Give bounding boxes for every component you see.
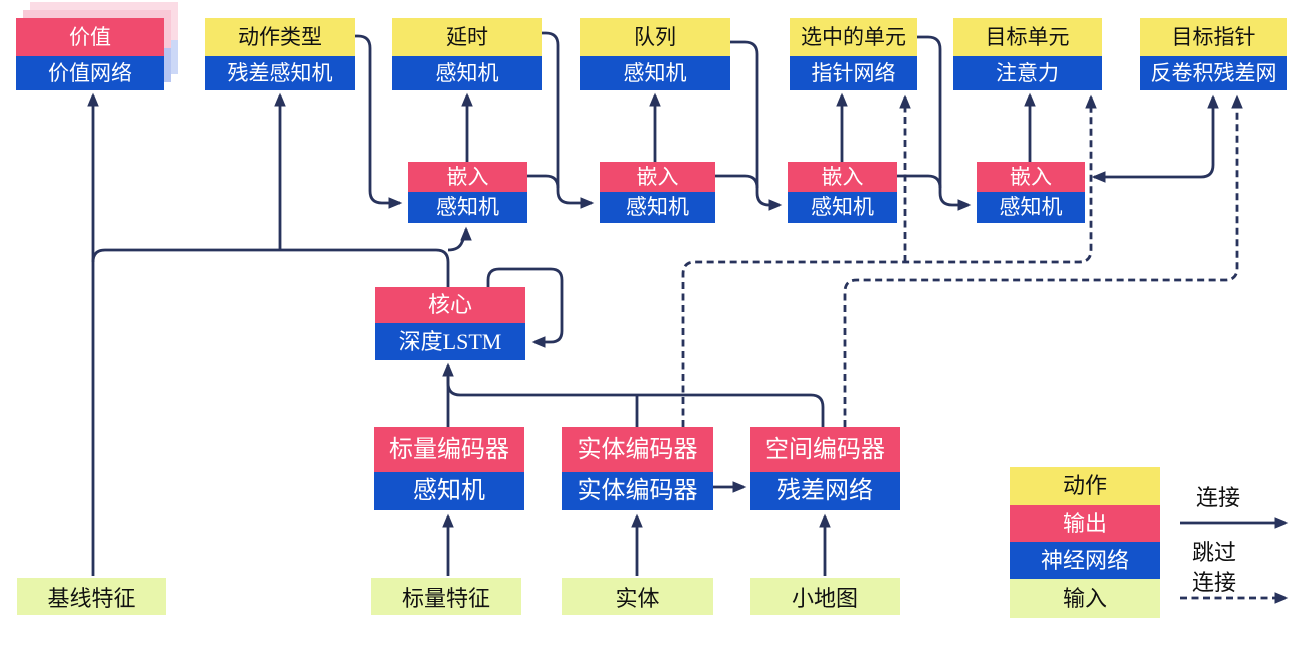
node-scalar-features: 标量特征 [371, 578, 521, 615]
arrow-lstm-loop [486, 267, 564, 348]
legend-connection-label: 连接 [1195, 485, 1240, 510]
arrow-actiontype-to-embed1 [355, 34, 403, 209]
skip-spatial-to-deconv [843, 94, 1243, 427]
node-core: 核心 深度LSTM [375, 287, 525, 360]
node-embed-2: 嵌入 感知机 [600, 162, 715, 223]
node-target-unit: 目标单元 注意力 [953, 18, 1102, 90]
value-output-label: 价值 [16, 18, 164, 56]
node-entity-encoder: 实体编码器 实体编码器 [562, 427, 713, 510]
node-entities: 实体 [562, 578, 713, 615]
arrow-delay-to-embed2 [542, 31, 595, 209]
arrow-core-to-embed1 [447, 226, 472, 252]
legend-action: 动作 [1010, 467, 1160, 505]
node-scalar-encoder: 标量编码器 感知机 [374, 427, 524, 510]
legend-skip-label-2: 连接 [1191, 570, 1236, 595]
node-spatial-encoder: 空间编码器 残差网络 [750, 427, 900, 510]
line-core-bus [91, 248, 450, 287]
arrow-selected-to-embed4 [917, 35, 972, 211]
node-embed-4: 嵌入 感知机 [977, 162, 1085, 223]
node-selected-units: 选中的单元 指针网络 [790, 18, 917, 90]
node-embed-3: 嵌入 感知机 [788, 162, 897, 223]
arrow-queue-to-embed3 [729, 40, 783, 211]
legend-network: 神经网络 [1010, 542, 1160, 579]
legend-input: 输入 [1010, 579, 1160, 618]
node-embed-1: 嵌入 感知机 [408, 162, 527, 223]
legend-output: 输出 [1010, 505, 1160, 542]
node-target-point: 目标指针 反卷积残差网 [1140, 18, 1287, 90]
line-embed2-out [715, 174, 759, 189]
arrow-embed4-to-targetpoint [1200, 94, 1219, 179]
node-action-type: 动作类型 残差感知机 [205, 18, 355, 90]
node-value: 价值 价值网络 [16, 18, 164, 90]
node-delay: 延时 感知机 [392, 18, 542, 90]
node-baseline-features: 基线特征 [17, 578, 166, 615]
node-queue: 队列 感知机 [580, 18, 730, 90]
legend-skip-label-1: 跳过 [1191, 540, 1236, 565]
line-encoder-bus [446, 377, 825, 427]
legend-color-key: 动作 输出 神经网络 输入 [1010, 467, 1160, 618]
node-minimap: 小地图 [750, 578, 900, 615]
value-network-label: 价值网络 [16, 56, 164, 90]
line-embed1-out [527, 174, 560, 189]
line-embed3-out [897, 174, 942, 189]
